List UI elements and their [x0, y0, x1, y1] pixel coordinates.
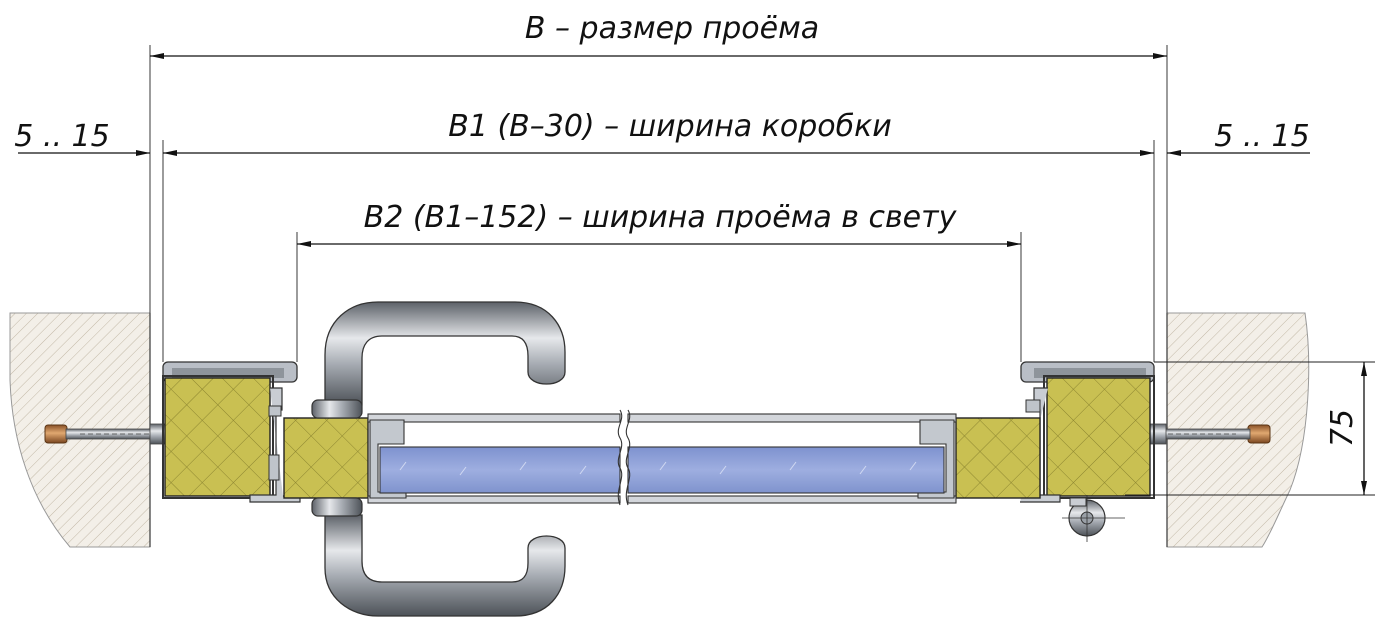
opening-width-label: B – размер проёма	[525, 11, 819, 46]
glass-panel-right	[627, 446, 945, 494]
frame-width-label: B1 (B–30) – ширина коробки	[448, 109, 891, 144]
gap-left-label: 5 .. 15	[14, 119, 109, 154]
door-leaf	[283, 409, 1041, 506]
clear-opening-width-label: B2 (B1–152) – ширина проёма в свету	[364, 200, 958, 235]
left-door-frame	[162, 361, 301, 503]
gap-right-label: 5 .. 15	[1214, 119, 1309, 154]
dimension-lines	[18, 53, 1367, 495]
door-roller	[1062, 495, 1125, 542]
glass-panel-left	[379, 446, 621, 494]
frame-depth-label: 75	[1325, 409, 1360, 447]
extension-lines	[149, 45, 1375, 496]
door-handle	[311, 301, 566, 617]
